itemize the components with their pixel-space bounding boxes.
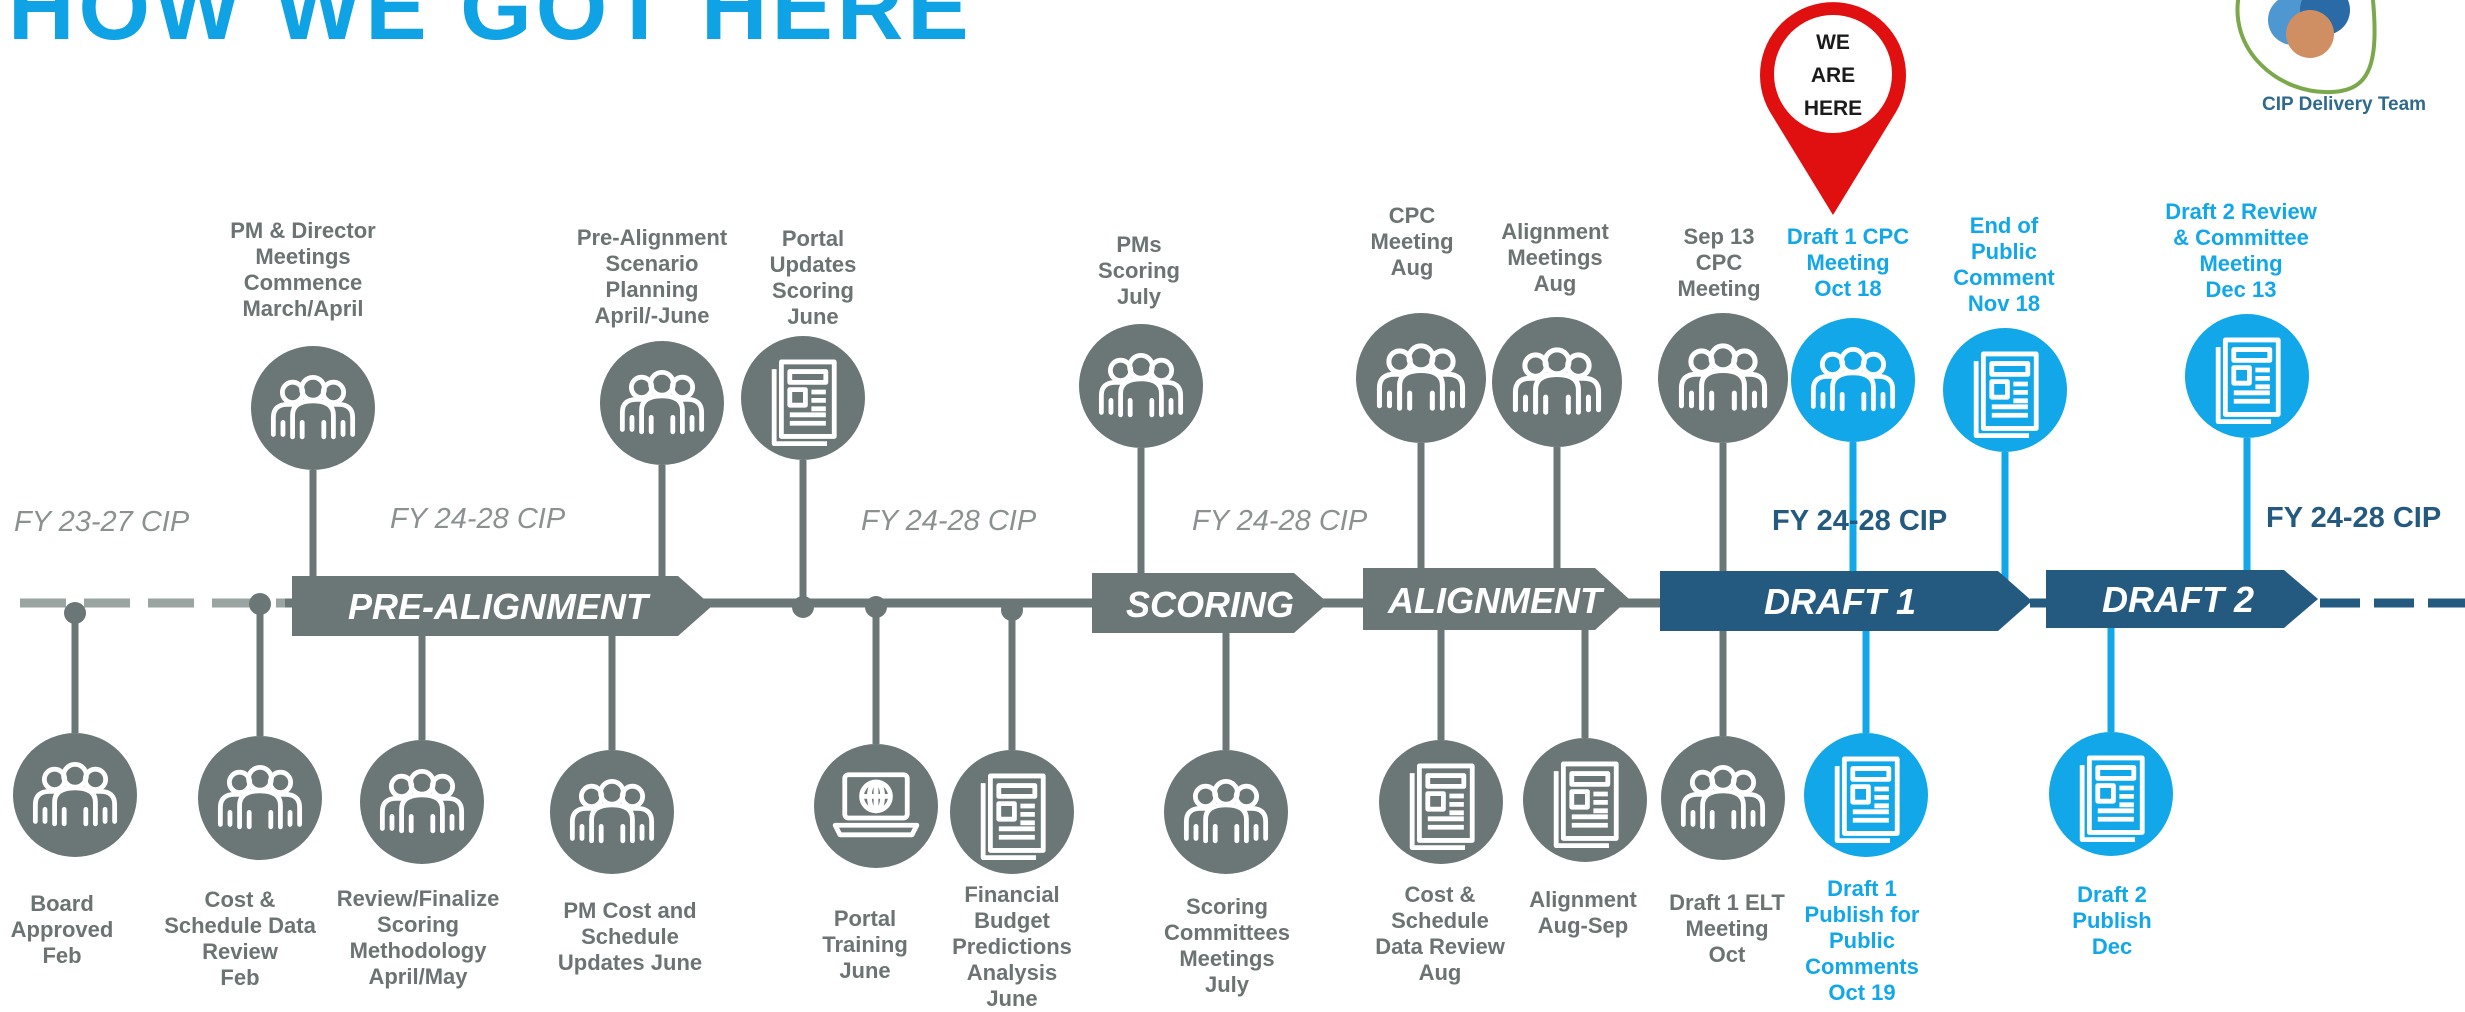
milestone-circle [1356, 313, 1486, 443]
milestone-circle [13, 733, 137, 857]
fy-label: FY 24-28 CIP [390, 503, 566, 535]
location-pin-inner [1774, 15, 1892, 133]
milestone-circle [360, 740, 484, 864]
milestone-label: Draft 2 Review & Committee Meeting Dec 1… [2165, 199, 2317, 302]
phase-arrow [1660, 571, 2032, 631]
fy-label: FY 24-28 CIP [1192, 505, 1368, 537]
milestone-label: Draft 1 ELT Meeting Oct [1669, 890, 1785, 967]
milestone-label: CPC Meeting Aug [1370, 203, 1454, 280]
milestone-circle [1791, 318, 1915, 442]
phase-label: DRAFT 2 [2102, 579, 2254, 620]
milestone-label: Draft 1 CPC Meeting Oct 18 [1786, 224, 1910, 301]
milestone-label: Financial Budget Predictions Analysis Ju… [952, 882, 1072, 1011]
page-title: HOW WE GOT HERE [8, 0, 973, 59]
phase-label: DRAFT 1 [1764, 581, 1916, 622]
milestone-label: Scoring Committees Meetings July [1164, 894, 1290, 997]
milestone-label: End of Public Comment Nov 18 [1953, 213, 2055, 316]
milestone-label: Review/Finalize Scoring Methodology Apri… [336, 886, 500, 989]
logo-circle-orange [2286, 10, 2334, 58]
fy-label: FY 24-28 CIP [861, 505, 1037, 537]
fy-label: FY 24-28 CIP [1772, 505, 1948, 537]
milestone-label: Draft 2 Publish Dec [2072, 882, 2152, 959]
milestone-label: Draft 1 Publish for Public Comments Oct … [1804, 876, 1920, 1005]
milestone-circle [1079, 324, 1203, 448]
timeline-dot [249, 593, 271, 615]
timeline-dot [1001, 599, 1023, 621]
milestone-label: Pre-Alignment Scenario Planning April/-J… [576, 225, 728, 328]
phase-arrow [2046, 570, 2318, 628]
milestone-circle [251, 346, 375, 470]
milestone-label: Portal Training June [822, 906, 908, 983]
milestone-circle [198, 736, 322, 860]
brand-label: CIP Delivery Team [2262, 94, 2427, 115]
phase-arrow [292, 576, 712, 636]
milestone-circle [600, 341, 724, 465]
phase-label: PRE-ALIGNMENT [348, 586, 648, 627]
milestone-label: Portal Updates Scoring June [769, 226, 857, 329]
milestone-label: PM Cost and Schedule Updates June [557, 898, 703, 975]
fy-label: FY 23-27 CIP [14, 506, 190, 538]
timeline-dot [865, 596, 887, 618]
fy-label: FY 24-28 CIP [2266, 502, 2442, 534]
milestone-label: Board Approved Feb [10, 891, 114, 968]
milestone-label: Alignment Meetings Aug [1501, 219, 1609, 296]
milestone-circle [550, 750, 674, 874]
milestone-label: PM & Director Meetings Commence March/Ap… [230, 218, 376, 321]
phase-arrow [1363, 568, 1629, 630]
milestone-circle [1164, 750, 1288, 874]
milestone-circle [1661, 736, 1785, 860]
we-are-here-label: WE ARE HERE [1803, 31, 1863, 120]
phase-label: SCORING [1125, 584, 1295, 625]
logo-swoosh [2235, 0, 2377, 95]
milestone-label: Cost & Schedule Data Review Feb [164, 887, 316, 990]
milestone-label: Alignment Aug-Sep [1529, 887, 1637, 938]
timeline-dot [64, 602, 86, 624]
phase-arrow [1092, 573, 1328, 633]
milestone-circle [1492, 317, 1622, 447]
milestone-circle [1658, 313, 1788, 443]
milestone-label: Sep 13 CPC Meeting [1677, 224, 1761, 301]
timeline-dot [792, 596, 814, 618]
milestone-label: PMs Scoring July [1098, 232, 1180, 309]
milestone-label: Cost & Schedule Data Review Aug [1375, 882, 1505, 985]
phase-label: ALIGNMENT [1388, 580, 1602, 621]
